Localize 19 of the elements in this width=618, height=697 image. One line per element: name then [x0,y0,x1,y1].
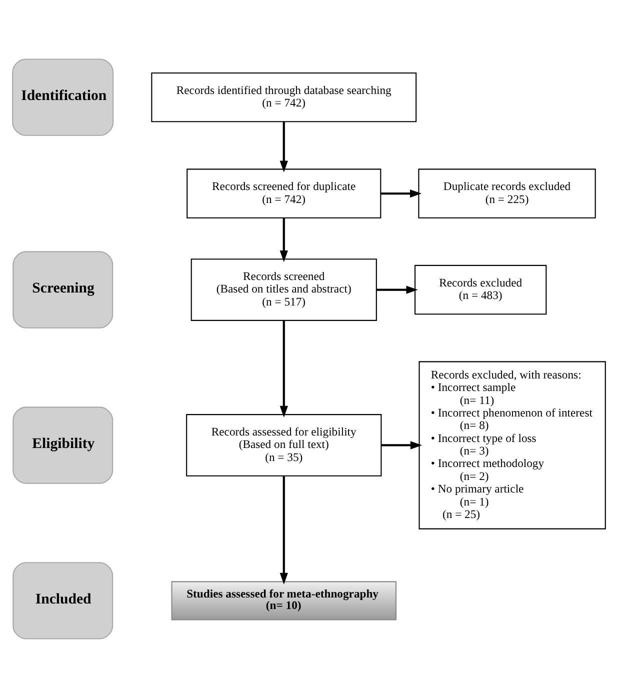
arrow [280,320,288,418]
node-box: Records identified through database searching (n = 742) [151,72,417,122]
node-box: Studies assessed for meta-ethnography (n= 10) [171,580,397,620]
arrow [280,121,288,172]
arrow [376,285,418,294]
arrow [382,440,422,449]
arrow [280,476,288,584]
node-box: Identification [12,58,114,136]
node-box: Records screened for duplicate (n = 742) [186,168,382,218]
node-box: Records assessed for eligibility (Based on full text) (n = 35) [186,414,382,476]
arrow [381,188,422,198]
node-box: Records screened (Based on titles and abstract) (n = 517) [190,258,377,320]
node-box: Screening [12,250,114,328]
node-box: Eligibility [12,406,114,484]
node-box: Records excluded (n = 483) [414,264,547,314]
node-box: Duplicate records excluded (n = 225) [418,168,596,218]
node-box: Included [12,562,114,639]
arrow [280,217,288,262]
node-box: Records excluded, with reasons: • Incorrect sample (n= 11) • Incorrect phenomenon of interest (n= 8) • Incorrect type of loss (n= 3) • Incorrect methodology (n= 2) • No primary article (n= 1) (n = 25) [418,360,606,529]
